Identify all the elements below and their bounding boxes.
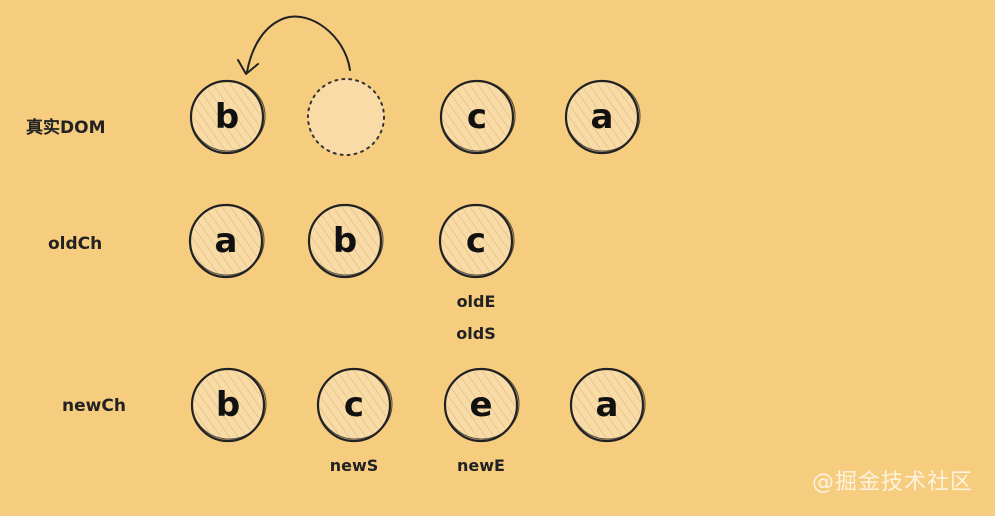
node-sketch-ring xyxy=(570,368,646,440)
node-letter: b xyxy=(215,97,239,137)
pointer-label-olde: oldE xyxy=(457,292,496,311)
pointer-label-newe: newE xyxy=(457,456,505,475)
node-a: a xyxy=(188,203,265,279)
node-hatch xyxy=(193,83,261,151)
node-hatch xyxy=(573,371,641,439)
node-sketch-ring xyxy=(191,368,267,440)
placeholder-ring xyxy=(307,78,385,156)
node-letter: c xyxy=(344,385,364,425)
node-a: a xyxy=(564,79,641,155)
node-c: c xyxy=(439,79,516,155)
node-c: c xyxy=(316,367,393,443)
watermark: @掘金技术社区 xyxy=(811,470,973,495)
node-letter: a xyxy=(215,221,238,261)
node-letter: c xyxy=(466,221,486,261)
node-letter: a xyxy=(591,97,614,137)
node-hatch xyxy=(447,371,515,439)
node-letter: b xyxy=(333,221,357,261)
pointer-layer: oldE oldS newS newE xyxy=(330,292,505,475)
node-hatch xyxy=(443,83,511,151)
move-arrow-curve xyxy=(246,15,351,73)
node-hatch xyxy=(320,371,388,439)
node-c: c xyxy=(438,203,515,279)
node-letter: c xyxy=(467,97,487,137)
node-b: b xyxy=(190,367,267,443)
node-sketch-ring xyxy=(190,80,266,152)
node-hatch xyxy=(194,371,262,439)
placeholder-node xyxy=(307,78,385,156)
node-a: a xyxy=(569,367,646,443)
node-hatch xyxy=(568,83,636,151)
pointer-label-news: newS xyxy=(330,456,379,475)
node-letter: e xyxy=(469,385,492,425)
node-layer: b c a a b c b c e a xyxy=(188,78,646,443)
move-arrow-head xyxy=(237,59,259,75)
node-hatch xyxy=(442,207,510,275)
node-letter: b xyxy=(216,385,240,425)
node-hatch xyxy=(311,207,379,275)
node-b: b xyxy=(307,203,384,279)
node-sketch-ring xyxy=(317,368,393,440)
pointer-label-olds: oldS xyxy=(456,324,495,343)
node-letter: a xyxy=(596,385,619,425)
node-b: b xyxy=(189,79,266,155)
row-label-newch: newCh xyxy=(62,396,126,416)
node-sketch-ring xyxy=(444,368,520,440)
node-sketch-ring xyxy=(440,80,516,152)
row-label-real-dom: 真实DOM xyxy=(26,117,105,138)
node-sketch-ring xyxy=(439,204,515,276)
node-hatch xyxy=(192,207,260,275)
node-sketch-ring xyxy=(565,80,641,152)
node-e: e xyxy=(443,367,520,443)
row-label-oldch: oldCh xyxy=(48,234,102,254)
node-sketch-ring xyxy=(189,204,265,276)
move-arrow xyxy=(237,15,351,75)
node-sketch-ring xyxy=(308,204,384,276)
